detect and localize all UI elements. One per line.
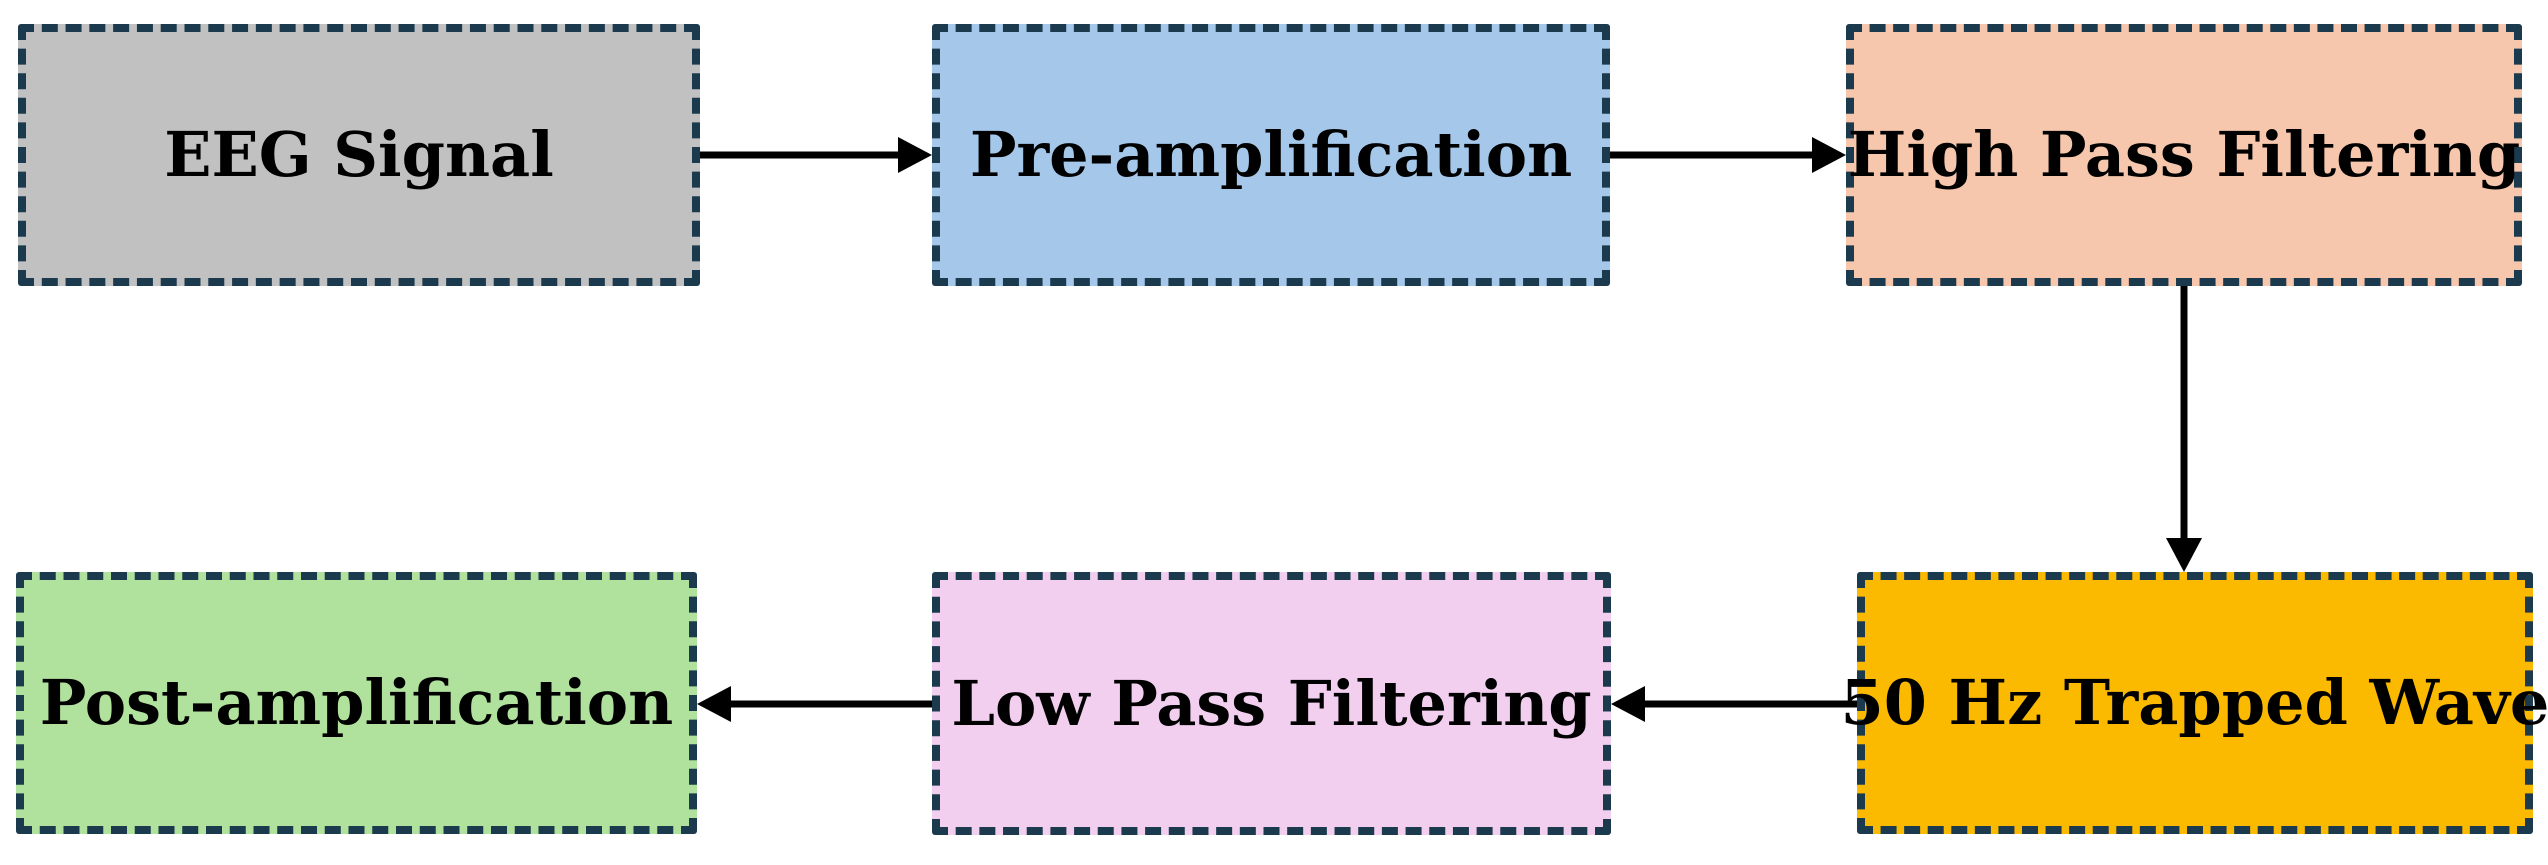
flow-box-high-pass-filtering: High Pass Filtering [1846,24,2522,286]
arrow-highpass-to-trappedwave [2166,286,2202,572]
flow-box-eeg-signal: EEG Signal [18,24,700,286]
flow-box-label-pre-amplification: Pre-amplification [969,118,1573,191]
flow-box-label-low-pass-filtering: Low Pass Filtering [951,666,1592,740]
arrow-preamplification-to-highpass [1610,137,1846,173]
flow-box-pre-amplification: Pre-amplification [932,24,1610,286]
arrow-head-left-icon [697,686,731,722]
flow-box-label-post-amplification: Post-amplification [39,666,674,739]
flow-box-label-50hz-trapped-wave: 50 Hz Trapped Wave [1840,666,2548,739]
flow-box-label-high-pass-filtering: High Pass Filtering [1847,118,2521,191]
flow-box-post-amplification: Post-amplification [16,572,697,834]
arrow-head-right-icon [898,137,932,173]
arrow-lowpass-to-postamplification [697,686,932,722]
flow-box-50hz-trapped-wave: 50 Hz Trapped Wave [1841,572,2548,834]
flow-box-label-eeg-signal: EEG Signal [164,118,554,191]
arrow-head-down-icon [2166,538,2202,572]
flow-box-low-pass-filtering: Low Pass Filtering [932,572,1611,835]
arrow-head-left-icon [1611,686,1645,722]
arrow-trappedwave-to-lowpass [1611,686,1857,722]
arrow-eeg-to-preamplification [700,137,932,173]
arrow-head-right-icon [1812,137,1846,173]
